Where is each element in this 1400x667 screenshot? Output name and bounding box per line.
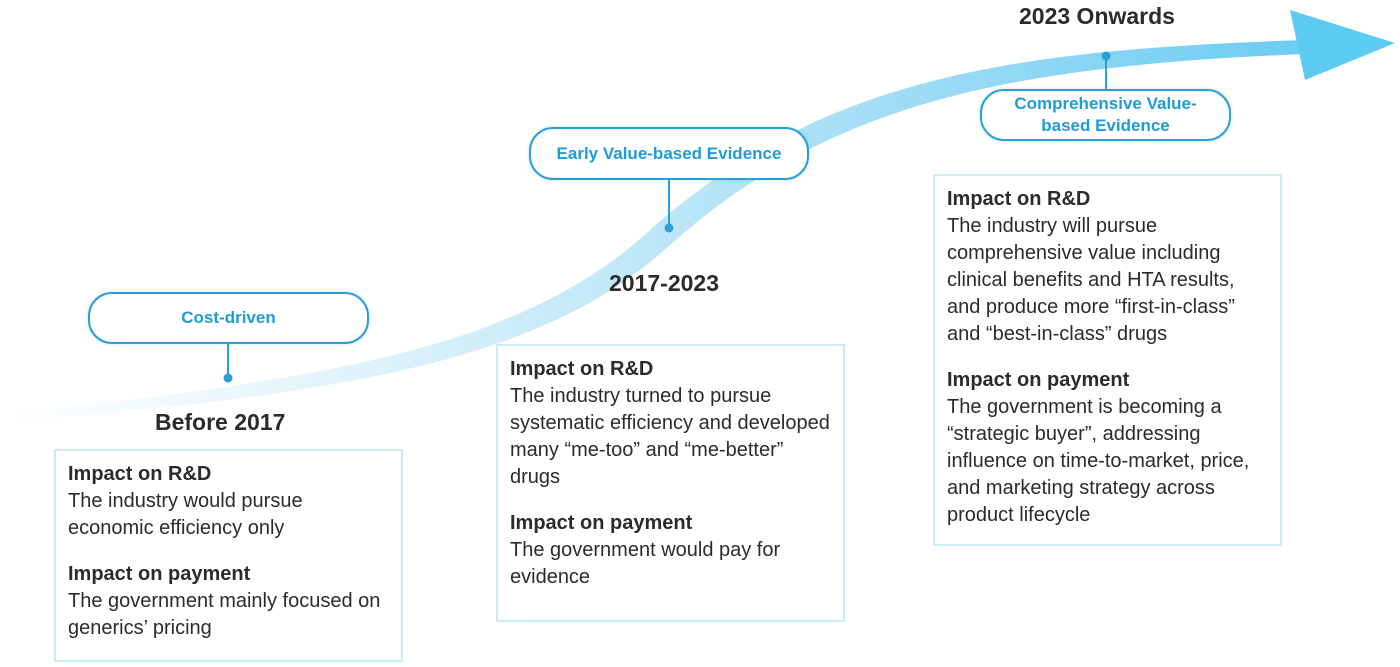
stage-card-2017-2023: Impact on R&D The industry turned to pur… <box>496 344 845 622</box>
payment-text: The government is becoming a “strategic … <box>947 396 1250 526</box>
stage-label-cost-driven: Cost-driven <box>88 292 369 344</box>
rd-text: The industry will pursue comprehensive v… <box>947 215 1235 345</box>
payment-heading: Impact on payment <box>510 512 693 534</box>
stage-label-early-value: Early Value-based Evidence <box>529 127 809 180</box>
payment-text: The government would pay for evidence <box>510 539 781 588</box>
era-2017-2023: 2017-2023 <box>609 270 719 296</box>
payment-heading: Impact on payment <box>947 369 1130 391</box>
rd-heading: Impact on R&D <box>947 188 1091 210</box>
rd-heading: Impact on R&D <box>68 463 212 485</box>
rd-text: The industry would pursue economic effic… <box>68 490 303 539</box>
stage-card-before-2017: Impact on R&D The industry would pursue … <box>54 449 403 662</box>
era-before-2017: Before 2017 <box>155 409 286 435</box>
connector-dot-2 <box>664 223 674 233</box>
payment-text: The government mainly focused on generic… <box>68 590 381 639</box>
timeline-arrowhead <box>1290 10 1395 80</box>
connector-dot-1 <box>223 373 233 383</box>
rd-heading: Impact on R&D <box>510 358 654 380</box>
connector-dot-3 <box>1101 51 1111 61</box>
rd-text: The industry turned to pursue systematic… <box>510 385 830 488</box>
payment-heading: Impact on payment <box>68 563 251 585</box>
stage-label-comprehensive-value: Comprehensive Value-based Evidence <box>980 89 1231 141</box>
era-2023-onwards: 2023 Onwards <box>1019 3 1175 29</box>
stage-card-2023-onwards: Impact on R&D The industry will pursue c… <box>933 174 1282 546</box>
timeline-arrow <box>5 40 1305 422</box>
